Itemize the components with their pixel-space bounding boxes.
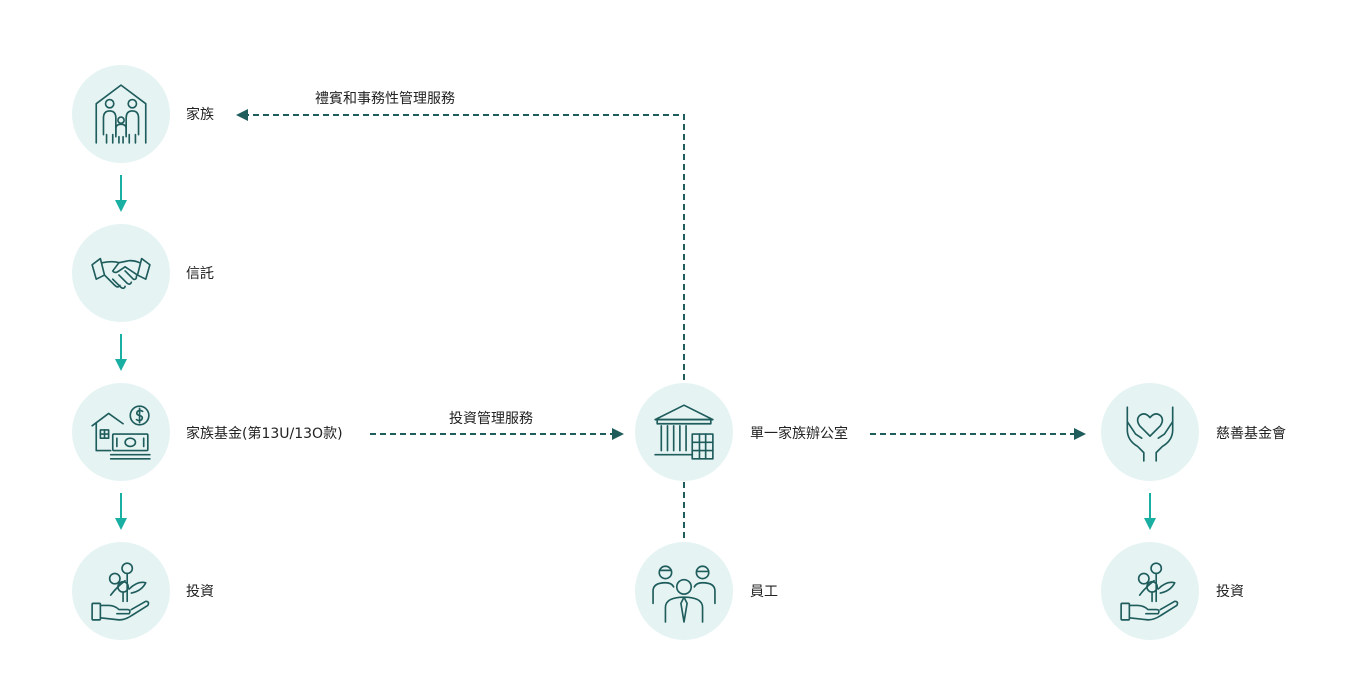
node-single-family-office [635, 383, 733, 481]
node-trust-label: 信託 [186, 266, 214, 282]
house-money-icon [91, 405, 151, 460]
staff-group-icon [652, 565, 716, 623]
node-staff-label: 員工 [750, 584, 778, 600]
node-family-fund [72, 383, 170, 481]
node-investment-left-label: 投資 [186, 584, 214, 600]
family-house-icon [95, 84, 147, 144]
node-family-label: 家族 [186, 107, 214, 123]
bank-building-icon [654, 404, 714, 460]
edge-label-investment-management: 投資管理服務 [449, 411, 533, 427]
node-family [72, 65, 170, 163]
heart-hands-icon [1126, 406, 1174, 462]
node-trust [72, 224, 170, 322]
arrow-concierge-services [236, 109, 685, 380]
node-investment-right-label: 投資 [1216, 584, 1244, 600]
node-single-family-office-label: 單一家族辦公室 [750, 426, 848, 442]
node-charity-foundation [1101, 383, 1199, 481]
investment-hand-icon [91, 562, 150, 621]
node-investment-left [72, 542, 170, 640]
investment-hand-icon [1120, 562, 1179, 621]
node-charity-foundation-label: 慈善基金會 [1216, 426, 1286, 442]
node-staff [635, 542, 733, 640]
edge-label-concierge: 禮賓和事務性管理服務 [315, 91, 455, 107]
node-investment-right [1101, 542, 1199, 640]
node-family-fund-label: 家族基金(第13U/13O款) [186, 426, 343, 442]
handshake-icon [91, 257, 151, 290]
